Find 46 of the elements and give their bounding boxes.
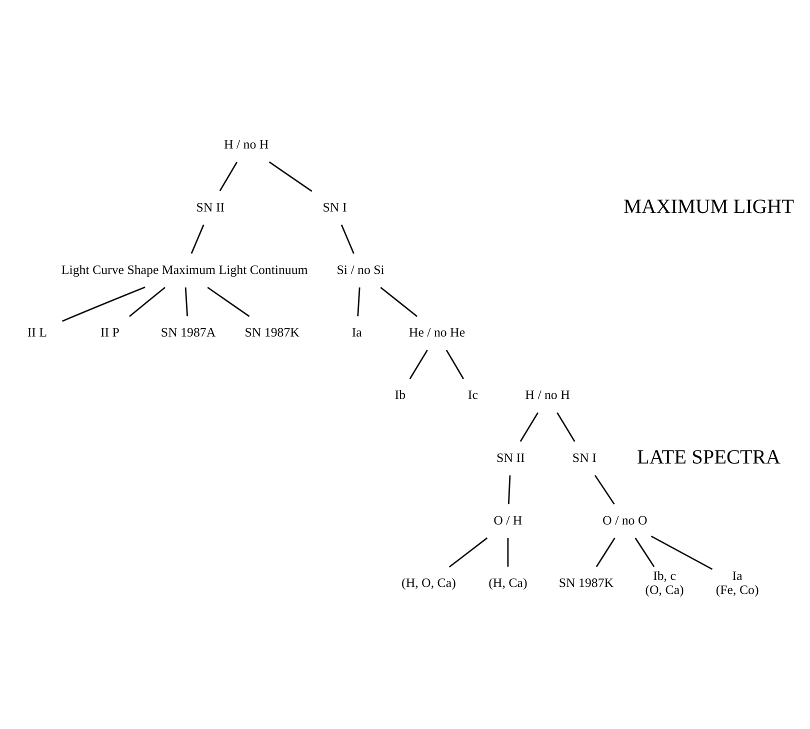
node-text: II L bbox=[27, 326, 48, 340]
connector bbox=[340, 224, 354, 254]
node-text: (H, Ca) bbox=[488, 576, 528, 590]
node-text: II P bbox=[100, 326, 120, 340]
connector bbox=[219, 162, 238, 192]
connector bbox=[380, 286, 418, 317]
connector bbox=[190, 224, 204, 254]
connector bbox=[446, 350, 464, 380]
connector bbox=[207, 286, 250, 317]
node-text: O / no O bbox=[602, 514, 648, 528]
connector bbox=[184, 287, 188, 316]
node-text: SN I bbox=[572, 450, 596, 465]
connector bbox=[448, 537, 488, 568]
node-text: Ic bbox=[468, 388, 478, 402]
connector bbox=[409, 350, 428, 380]
node-text: H / no H bbox=[525, 388, 570, 402]
node-text: SN I bbox=[322, 200, 347, 214]
connector bbox=[650, 536, 713, 570]
connector bbox=[508, 475, 511, 504]
connector bbox=[129, 286, 166, 317]
node-text: Ia (Fe, Co) bbox=[716, 569, 759, 598]
connector bbox=[634, 538, 655, 568]
node-text: SN II bbox=[496, 450, 525, 465]
node-text: Ib bbox=[394, 388, 406, 402]
node-text: SN 1987A bbox=[160, 326, 216, 340]
connector bbox=[520, 412, 538, 442]
node-text: O / H bbox=[494, 514, 522, 528]
label: MAXIMUM LIGHT bbox=[624, 196, 794, 218]
connector bbox=[62, 286, 146, 322]
connector bbox=[596, 538, 616, 568]
connector bbox=[556, 412, 576, 442]
node-text: Si / no Si bbox=[336, 262, 384, 277]
connector bbox=[594, 474, 615, 504]
node-text: SN II bbox=[196, 200, 225, 214]
connector bbox=[507, 538, 509, 567]
label: LATE SPECTRA bbox=[637, 446, 780, 469]
node-text: SN 1987K bbox=[558, 576, 614, 590]
connector bbox=[268, 161, 312, 192]
node-text: Ia bbox=[352, 326, 362, 340]
node-text: He / no He bbox=[408, 326, 466, 340]
node-text: (H, O, Ca) bbox=[402, 576, 456, 590]
node-text: H / no H bbox=[224, 138, 269, 152]
node-text: Ib, c (O, Ca) bbox=[645, 569, 684, 598]
node-text: Light Curve Shape Maximum Light Continuum bbox=[61, 262, 308, 277]
node-text: SN 1987K bbox=[244, 326, 300, 340]
connector bbox=[357, 287, 360, 316]
